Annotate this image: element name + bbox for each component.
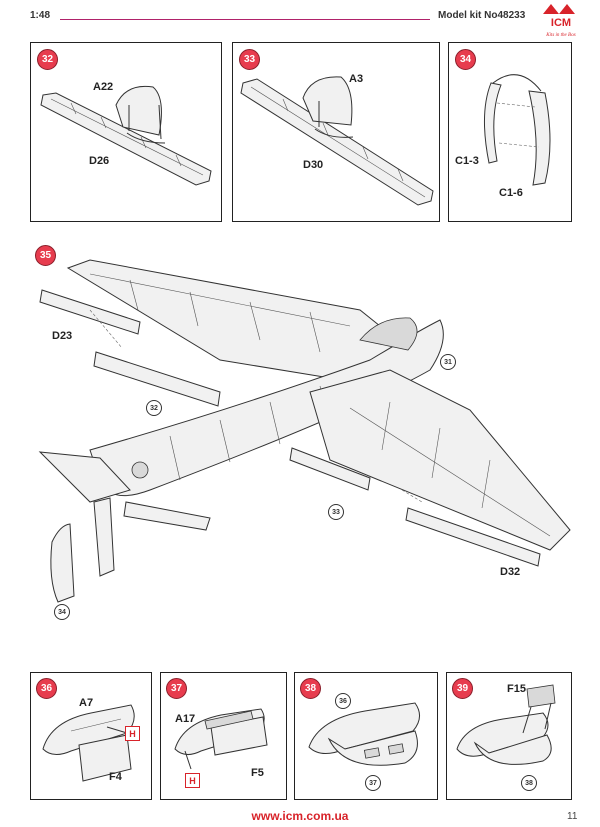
step-35-area: 35 D23 D32 31 32 33 34 (30, 240, 575, 625)
ref-step-33: 33 (328, 504, 344, 520)
step-34-number: 34 (455, 49, 476, 70)
icm-logo: ICM Kits in the Box (537, 2, 585, 42)
mark-h-37: H (185, 773, 200, 788)
step-39-panel: 39 F15 38 (446, 672, 572, 800)
part-d30-label: D30 (303, 159, 324, 171)
part-f4-label: F4 (109, 771, 122, 783)
header-rule (60, 19, 430, 20)
step-37-drawing (174, 708, 268, 770)
website-link[interactable]: www.icm.com.ua (251, 809, 349, 823)
page-number: 11 (567, 811, 578, 822)
step-33-number: 33 (239, 49, 260, 70)
part-d26-label: D26 (89, 155, 110, 167)
aircraft-drawing (38, 259, 571, 603)
step-39-number: 39 (452, 678, 473, 699)
ref-step-36: 36 (335, 693, 351, 709)
step-32-number: 32 (37, 49, 58, 70)
ref-step-37: 37 (365, 775, 381, 791)
step-33-drawing (240, 76, 434, 206)
step-37-number: 37 (166, 678, 187, 699)
step-33-panel: 33 A3 D30 (232, 42, 440, 222)
step-37-panel: 37 A17 F5 H (160, 672, 287, 800)
step-34-panel: 34 C1-3 C1-6 (448, 42, 572, 222)
step-39-drawing (456, 684, 556, 765)
part-f15-label: F15 (507, 683, 526, 695)
ref-step-38: 38 (521, 775, 537, 791)
step-36-drawing (42, 704, 135, 782)
part-c1-6-label: C1-6 (499, 187, 523, 199)
mark-h-36: H (125, 726, 140, 741)
step-38-panel: 38 36 37 (294, 672, 438, 800)
ref-step-34: 34 (54, 604, 70, 620)
step-38-number: 38 (300, 678, 321, 699)
part-d23-label: D23 (52, 330, 73, 342)
part-d32-label: D32 (500, 566, 521, 578)
logo-text: ICM (551, 17, 571, 29)
scale-label: 1:48 (30, 10, 51, 21)
step-32-drawing (40, 85, 212, 186)
step-34-drawing (484, 74, 551, 186)
part-a7-label: A7 (79, 697, 94, 709)
ref-step-32: 32 (146, 400, 162, 416)
ref-step-31: 31 (440, 354, 456, 370)
step-35-number: 35 (35, 245, 56, 266)
part-a17-label: A17 (175, 713, 196, 725)
step-38-drawing (308, 702, 420, 766)
part-a22-label: A22 (93, 81, 114, 93)
logo-tagline: Kits in the Box (545, 33, 576, 38)
part-f5-label: F5 (251, 767, 264, 779)
part-a3-label: A3 (349, 73, 364, 85)
step-36-number: 36 (36, 678, 57, 699)
step-36-panel: 36 A7 F4 H (30, 672, 152, 800)
model-kit-number: Model kit No48233 (438, 10, 526, 21)
step-32-panel: 32 A22 D26 (30, 42, 222, 222)
part-c1-3-label: C1-3 (455, 155, 479, 167)
